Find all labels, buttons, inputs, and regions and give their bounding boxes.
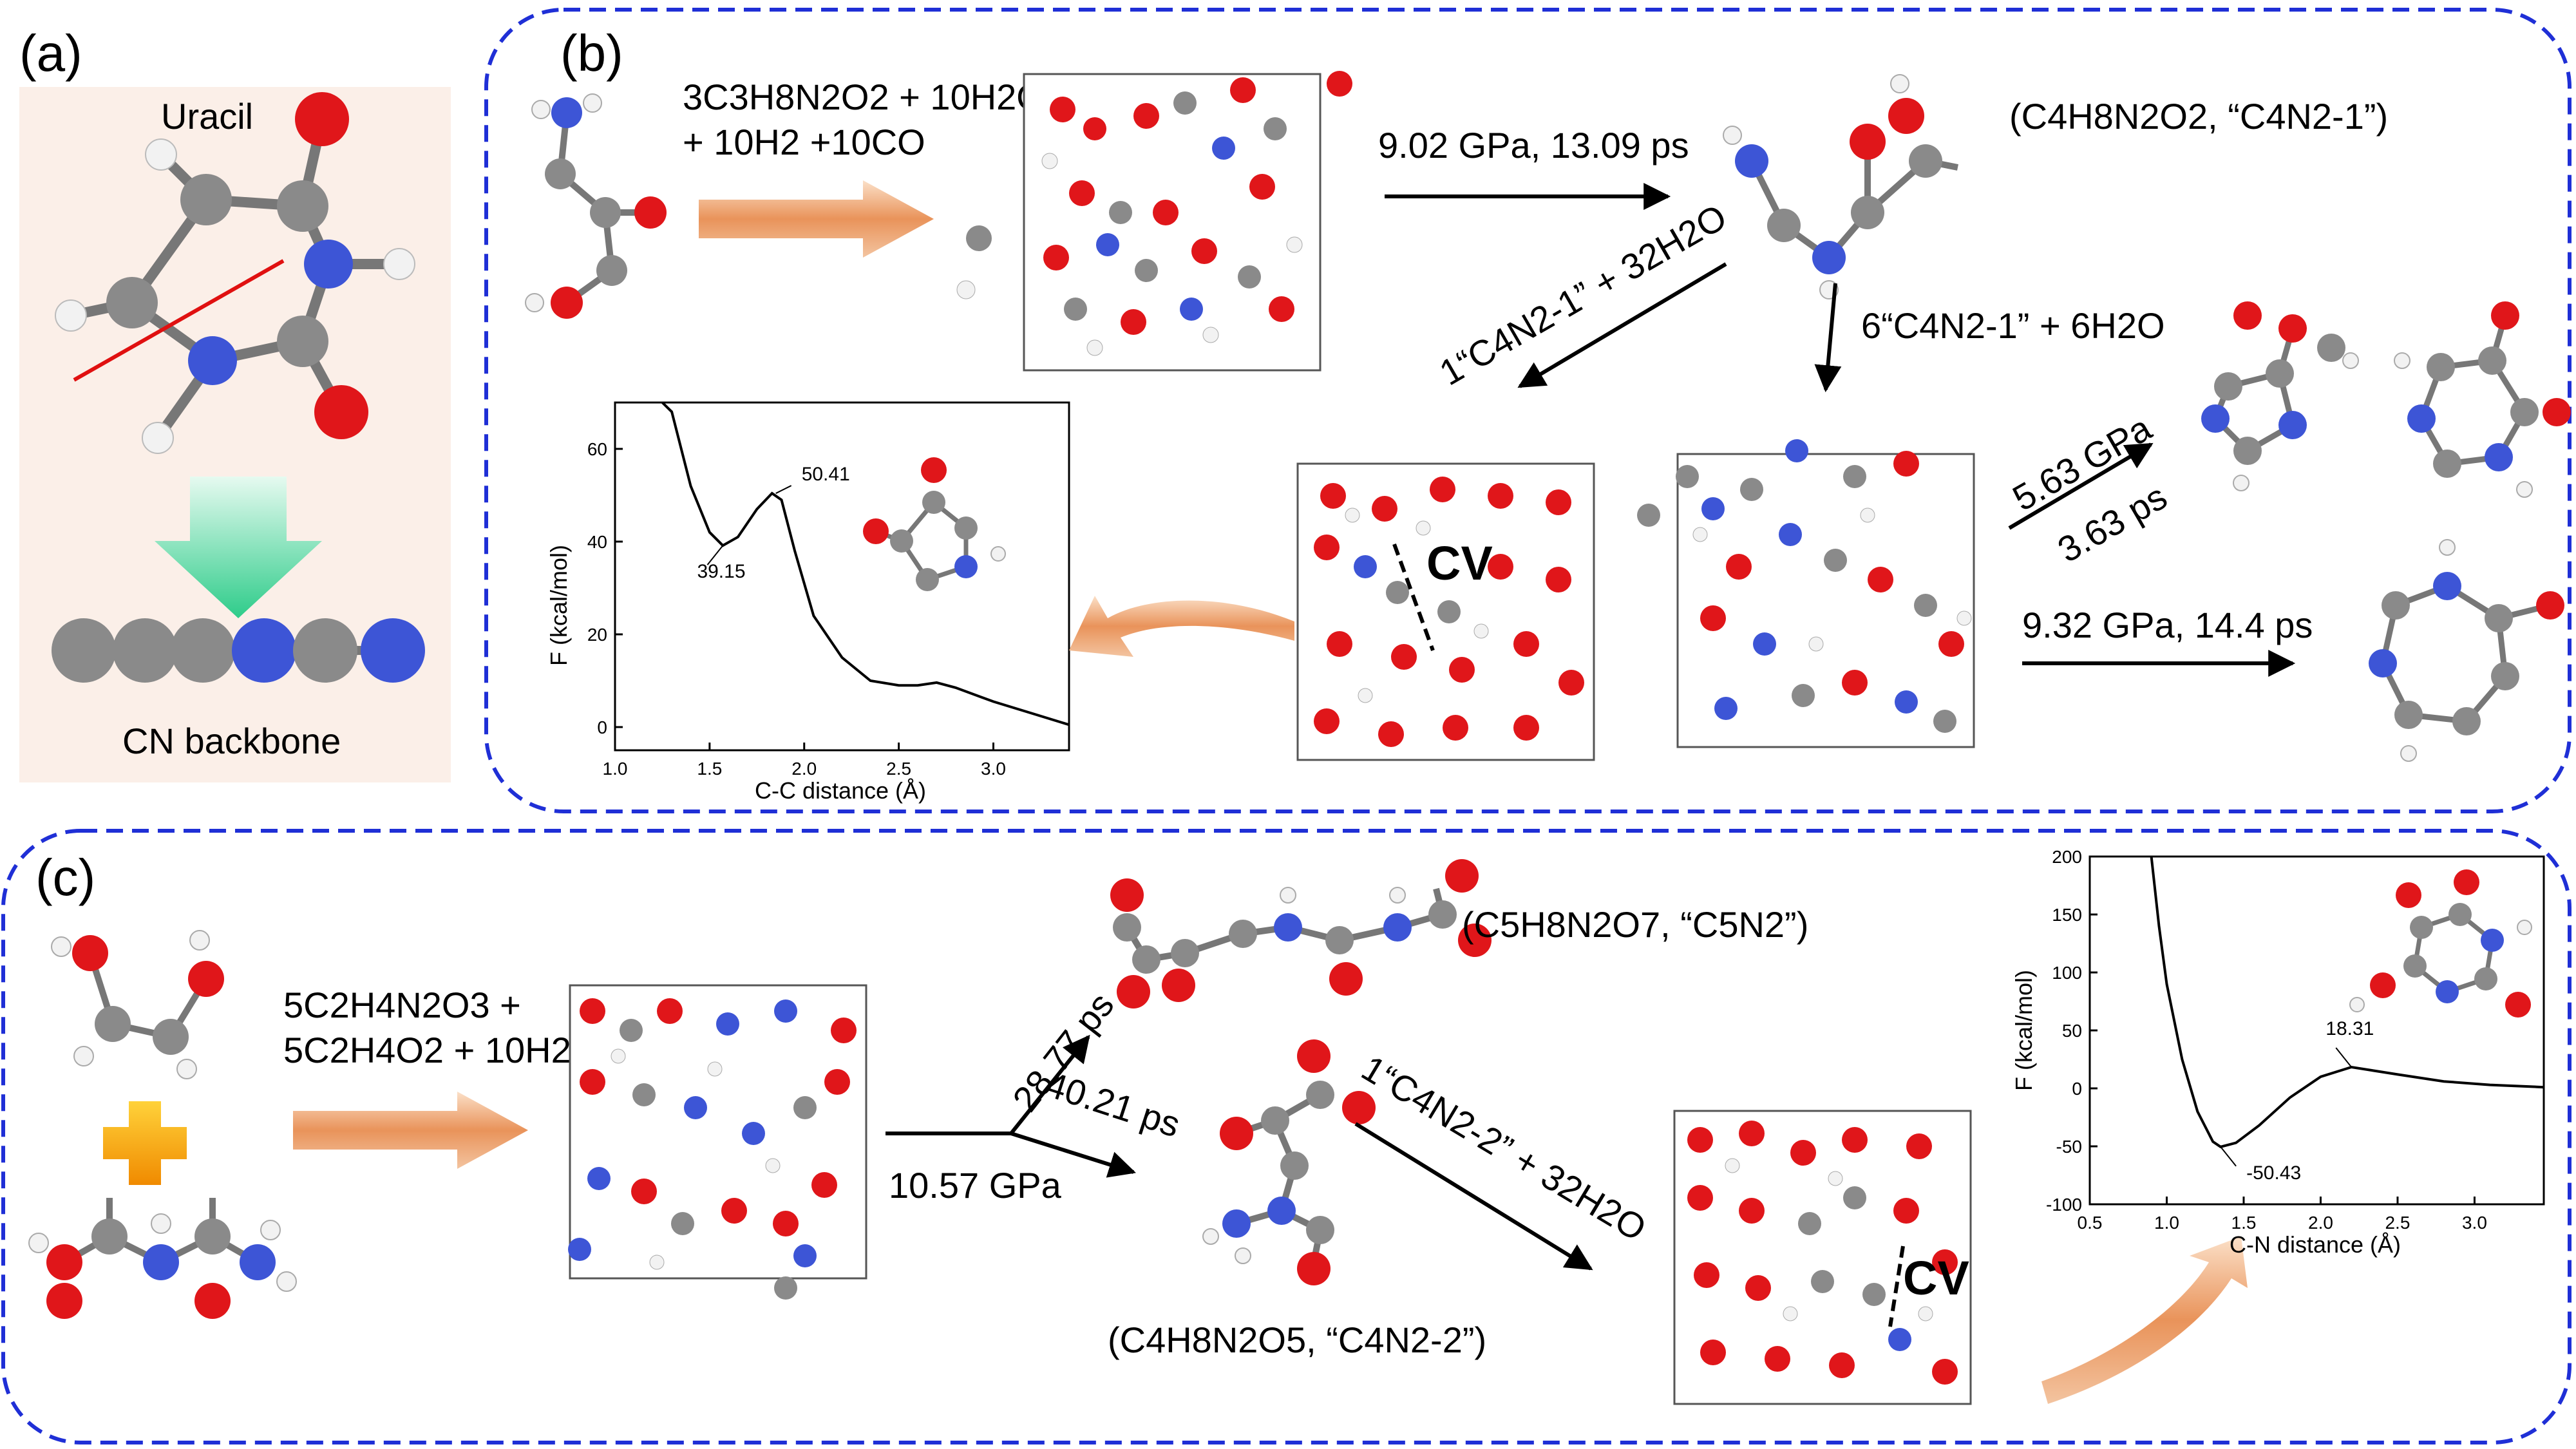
- chart-cc-x-tick-label: 1.0: [603, 759, 628, 779]
- product-c4n2-2-formula: (C4H8N2O5, “C4N2-2”): [1108, 1320, 1486, 1360]
- condition-top-b: 9.02 GPa, 13.09 ps: [1378, 125, 1689, 166]
- down-arrow-icon: [155, 477, 322, 618]
- chart-cn-x-tick-label: 0.5: [2078, 1213, 2103, 1233]
- time-down-c: 40.21 ps: [1041, 1063, 1185, 1144]
- cv-simulation-box-c: [1673, 1110, 1972, 1405]
- reactant-glycol-molecule: [51, 930, 224, 1079]
- chart-cn-x-tick-label: 2.0: [2308, 1213, 2333, 1233]
- product-c4n2-2-molecule: [1202, 1039, 1376, 1285]
- cluster-mix-label: 6“C4N2-1” + 6H2O: [1861, 305, 2165, 346]
- chart-cc-annotation-pointer: [706, 545, 724, 565]
- plus-icon: [103, 1101, 187, 1185]
- cv-mix-c-label: 1“C4N2-2” + 32H2O: [1355, 1047, 1653, 1249]
- chart-cn-y-tick-label: -50: [2056, 1137, 2082, 1157]
- panel-c: (c): [1, 829, 2571, 1444]
- chart-cc-x-tick-label: 2.0: [791, 759, 817, 779]
- chart-cn-x-tick-label: 1.5: [2231, 1213, 2257, 1233]
- chart-cc-ylabel: F (kcal/mol): [545, 545, 572, 666]
- chart-cc-frame: [614, 401, 1070, 752]
- arrow-to-cv-box-b: [1517, 262, 1727, 388]
- chart-cn-x-tick-label: 2.5: [2385, 1213, 2410, 1233]
- panel-b-label: (b): [560, 24, 623, 82]
- ring-product-3-molecule: [2369, 539, 2564, 762]
- chart-cn-inset-molecule: [2349, 869, 2532, 1018]
- chart-cn-annotation-label: 18.31: [2325, 1018, 2374, 1039]
- reactant-molecule-b: [525, 93, 667, 319]
- chart-cn-annotation-pointer: [2335, 1047, 2353, 1068]
- product-c4n2-1-formula: (C4H8N2O2, “C4N2-1”): [2009, 96, 2388, 137]
- chart-cc-y-tick-label: 40: [587, 532, 607, 552]
- pressure-c: 10.57 GPa: [889, 1165, 1062, 1206]
- curved-arrow-icon-b: [1069, 596, 1294, 657]
- chart-cc-inset-molecule: [863, 457, 1006, 591]
- product-c5n2-molecule: [1110, 859, 1492, 1009]
- chart-cn-annotation-pointer: [2220, 1146, 2237, 1167]
- chart-cc-annotation-label: 39.15: [697, 561, 745, 582]
- free-energy-chart-cc: 1.0 1.5 2.0 2.5 3.0 0 20 40 60 39.15 50.41 F (kcal…: [545, 401, 1070, 804]
- panel-c-label: (c): [35, 849, 95, 906]
- chart-cn-y-tick-label: 0: [2072, 1079, 2082, 1099]
- chart-cn-y-tick-label: 100: [2052, 963, 2082, 983]
- reaction-arrow-c-icon: [293, 1092, 528, 1169]
- reactants-b-line1: 3C3H8N2O2 + 10H2O: [683, 77, 1045, 117]
- ring-product-1-molecule: [2201, 301, 2359, 491]
- cv-simulation-box-b: [1296, 462, 1595, 761]
- reactants-c-line2: 5C2H4O2 + 10H2: [283, 1030, 571, 1070]
- cluster-simulation-box: [1637, 439, 1975, 748]
- chart-cc-annotation-pointer: [775, 485, 792, 494]
- chart-cc-x-tick-label: 1.5: [697, 759, 722, 779]
- arrow-to-c4n2-2: [1010, 1132, 1137, 1178]
- chart-cn-ylabel: F (kcal/mol): [2011, 970, 2037, 1091]
- simulation-box-b1: [956, 71, 1352, 372]
- reaction-arrow-icon: [699, 180, 934, 258]
- chart-cn-y-tick-label: 200: [2052, 847, 2082, 867]
- chart-cn-x-tick-label: 3.0: [2462, 1213, 2487, 1233]
- curved-arrow-icon-c: [2041, 1236, 2248, 1404]
- cn-backbone-chain: [52, 618, 425, 683]
- ring-product-2-molecule: [2394, 301, 2571, 498]
- free-energy-chart-cn: 0.5 1.0 1.5 2.0 2.5 3.0 -100 -50 0 50 100 150 200 -50…: [2011, 847, 2545, 1258]
- cv-mix-b-label: 1“C4N2-1” + 32H2O: [1433, 196, 1734, 393]
- chart-cc-curve: [661, 401, 1070, 726]
- product-c4n2-1-molecule: [1723, 74, 1958, 299]
- arrow-to-cluster-box: [1814, 283, 1842, 393]
- chart-cn-x-tick-label: 1.0: [2154, 1213, 2179, 1233]
- reactants-b-line2: + 10H2 +10CO: [683, 122, 925, 162]
- chart-cn-y-tick-label: 50: [2062, 1021, 2082, 1041]
- cn-backbone-label: CN backbone: [122, 721, 341, 761]
- chart-cc-xlabel: C-C distance (Å): [755, 777, 926, 804]
- chart-cn-annotation-label: -50.43: [2246, 1162, 2301, 1184]
- uracil-label: Uracil: [161, 96, 253, 137]
- chart-cc-y-tick-label: 0: [597, 717, 607, 737]
- product-c5n2-formula: (C5H8N2O7, “C5N2”): [1462, 904, 1808, 945]
- reactants-c-line1: 5C2H4N2O3 +: [283, 985, 521, 1025]
- cv-label-c: CV: [1903, 1251, 1969, 1305]
- arrow-to-c5n2: [1009, 1034, 1090, 1135]
- chart-cc-x-tick-label: 3.0: [981, 759, 1006, 779]
- chart-cn-curve: [2150, 856, 2544, 1148]
- arrow-to-ring-products: [2008, 442, 2154, 530]
- chart-cc-x-tick-label: 2.5: [886, 759, 911, 779]
- reactant-biuret-molecule: [28, 1198, 297, 1319]
- chart-cn-xlabel: C-N distance (Å): [2230, 1231, 2401, 1258]
- chart-cn-y-tick-label: 150: [2052, 905, 2082, 925]
- chart-cc-annotation-label: 50.41: [802, 464, 850, 485]
- panel-c-border: [1, 829, 2571, 1444]
- uracil-molecule: [55, 92, 415, 454]
- panel-a-label: (a): [19, 24, 82, 82]
- chart-cn-y-tick-label: -100: [2046, 1195, 2082, 1215]
- panel-a: (a) Uracil: [19, 24, 451, 782]
- chart-cc-y-tick-label: 20: [587, 625, 607, 645]
- cv-label-b: CV: [1426, 536, 1493, 590]
- simulation-box-c1: [568, 984, 867, 1300]
- arrow-to-cv-box-c: [1354, 1122, 1593, 1271]
- panel-b: (b) 3C3H8N2O2 + 10H2O + 10H2 +10CO: [484, 8, 2571, 813]
- cond-right-b: 9.32 GPa, 14.4 ps: [2022, 605, 2313, 645]
- chart-cc-y-tick-label: 60: [587, 439, 607, 459]
